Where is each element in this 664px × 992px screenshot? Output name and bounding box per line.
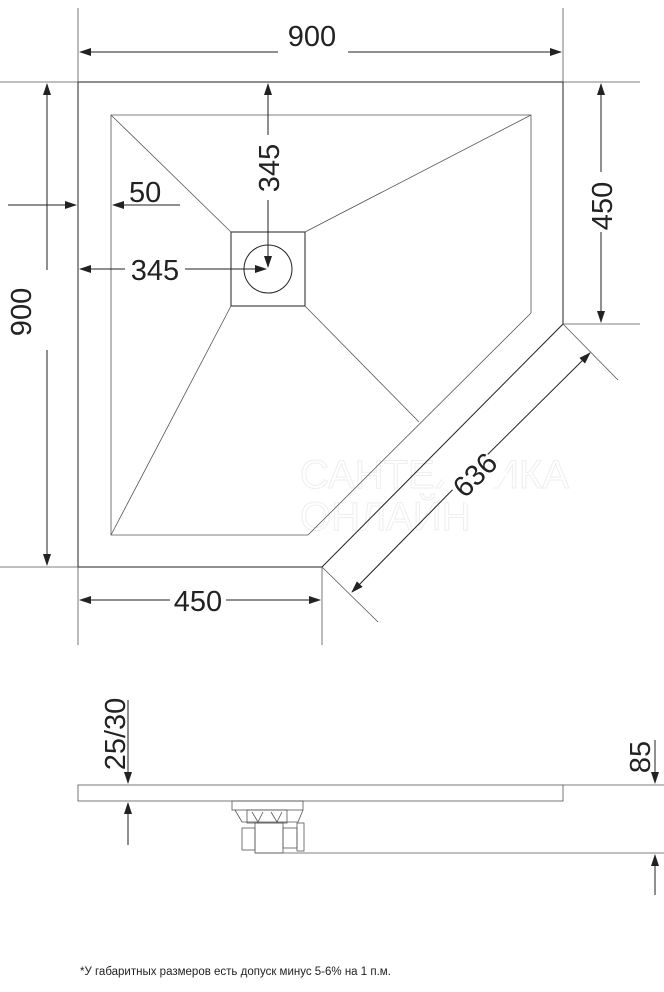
dimension-rim: 50	[8, 177, 180, 209]
svg-text:450: 450	[174, 586, 222, 618]
tray-inner-basin	[110, 114, 532, 536]
drain-siphon	[231, 800, 305, 854]
footnote: *У габаритных размеров есть допуск минус…	[80, 966, 391, 978]
side-view: 25/30 85	[77, 698, 664, 895]
extension-lines	[0, 8, 640, 645]
dimension-drain-left: 345	[79, 255, 267, 287]
dimension-drain-top: 345	[254, 83, 286, 268]
svg-text:85: 85	[625, 741, 657, 773]
dimension-right-side: 450	[587, 83, 619, 323]
svg-text:345: 345	[131, 255, 179, 287]
svg-text:50: 50	[129, 177, 161, 209]
svg-text:900: 900	[288, 21, 336, 53]
slope-lines	[110, 114, 532, 536]
svg-text:САНТЕХНИКА: САНТЕХНИКА	[300, 453, 569, 497]
svg-text:900: 900	[6, 288, 38, 336]
plan-view: 900 900 450 450 636	[0, 8, 640, 645]
dimension-depth: 900	[5, 83, 55, 566]
svg-text:25/30: 25/30	[100, 698, 132, 771]
dimension-width: 900	[79, 21, 562, 62]
tray-slab	[77, 784, 564, 802]
svg-text:ОНЛАЙН: ОНЛАЙН	[300, 493, 471, 539]
svg-text:345: 345	[254, 144, 286, 192]
svg-text:450: 450	[587, 182, 619, 230]
dimension-rim-thickness: 25/30	[100, 698, 132, 845]
dimension-total-height: 85	[625, 740, 659, 895]
tray-outline	[77, 81, 564, 568]
dimension-bottom-side: 450	[79, 585, 321, 618]
